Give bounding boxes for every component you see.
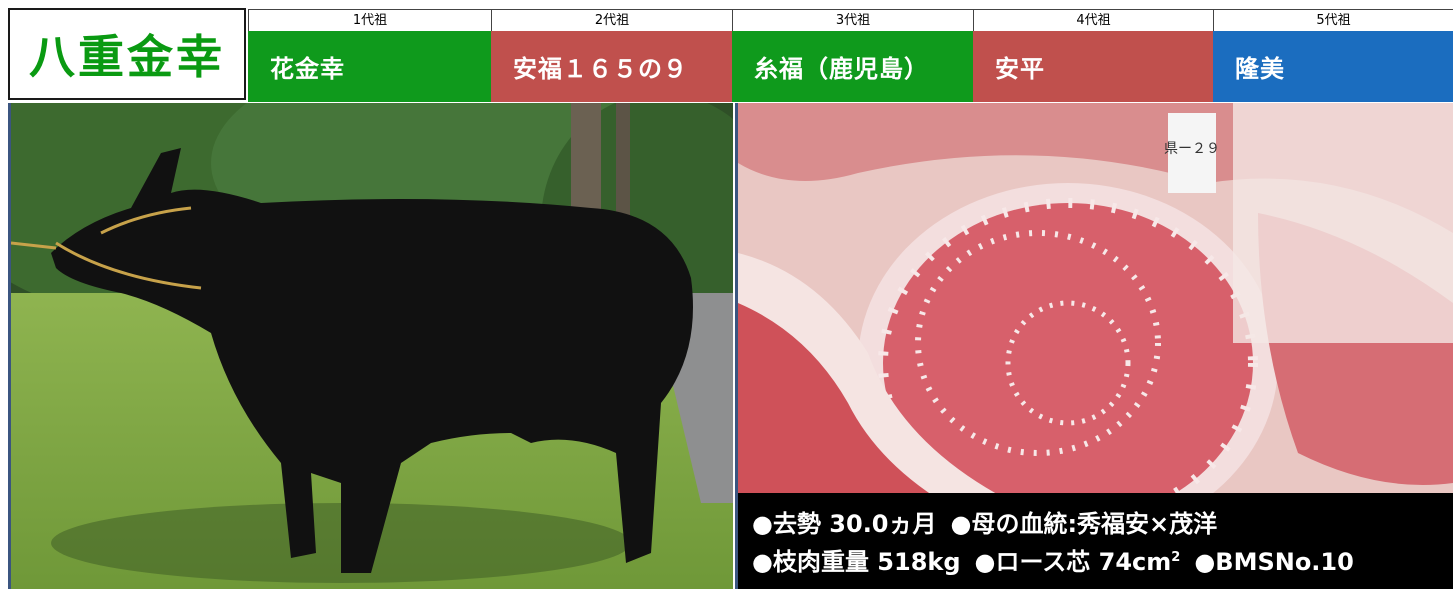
generation-label: 3代祖 — [732, 9, 973, 31]
bull-photo — [8, 103, 733, 589]
generation-label: 4代祖 — [973, 9, 1213, 31]
dam-lineage-spec: ●母の血統:秀福安×茂洋 — [950, 510, 1218, 538]
spec-line-2: ●枝肉重量 518kg ●ロース芯 74cm2 ●BMSNo.10 — [752, 541, 1453, 579]
pedigree-gen-4: 4代祖 安平 — [973, 9, 1213, 102]
rib-eye-area-exponent: 2 — [1171, 550, 1181, 565]
generation-label: 1代祖 — [248, 9, 491, 31]
ancestor-name: 安平 — [973, 31, 1213, 102]
ancestor-name: 糸福（鹿児島） — [732, 31, 973, 102]
rib-eye-area-spec: ●ロース芯 74cm2 — [975, 548, 1181, 576]
pedigree-gen-3: 3代祖 糸福（鹿児島） — [732, 9, 973, 102]
ancestor-name: 隆美 — [1213, 31, 1453, 102]
pedigree-gen-2: 2代祖 安福１６５の９ — [491, 9, 732, 102]
sex-age-spec: ●去勢 30.0ヵ月 — [752, 510, 937, 538]
beef-photo: 県ー２９ ●去勢 30.0ヵ月●母の血統:秀福安×茂洋 ●枝肉重量 518kg●… — [735, 103, 1453, 589]
bull-name-box: 八重金幸 — [8, 8, 246, 100]
generation-label: 2代祖 — [491, 9, 732, 31]
ancestor-name: 安福１６５の９ — [491, 31, 732, 102]
carcass-tag — [1168, 113, 1216, 193]
rib-eye-area-value: ●ロース芯 74cm — [974, 548, 1172, 576]
bms-spec: ●BMSNo.10 — [1194, 548, 1354, 576]
generation-label: 5代祖 — [1213, 9, 1453, 31]
pedigree-gen-1: 1代祖 花金幸 — [248, 9, 491, 102]
bull-image — [11, 103, 733, 589]
carcass-tag-text: 県ー２９ — [1164, 140, 1220, 156]
carcass-spec-panel: ●去勢 30.0ヵ月 ●母の血統:秀福安×茂洋 ●枝肉重量 518kg ●ロース芯 … — [738, 493, 1453, 589]
spec-line-1: ●去勢 30.0ヵ月 ●母の血統:秀福安×茂洋 — [752, 507, 1453, 541]
pedigree-gen-5: 5代祖 隆美 — [1213, 9, 1453, 102]
bull-name: 八重金幸 — [29, 30, 225, 84]
ancestor-name: 花金幸 — [248, 31, 491, 102]
carcass-weight-spec: ●枝肉重量 518kg — [752, 548, 961, 576]
